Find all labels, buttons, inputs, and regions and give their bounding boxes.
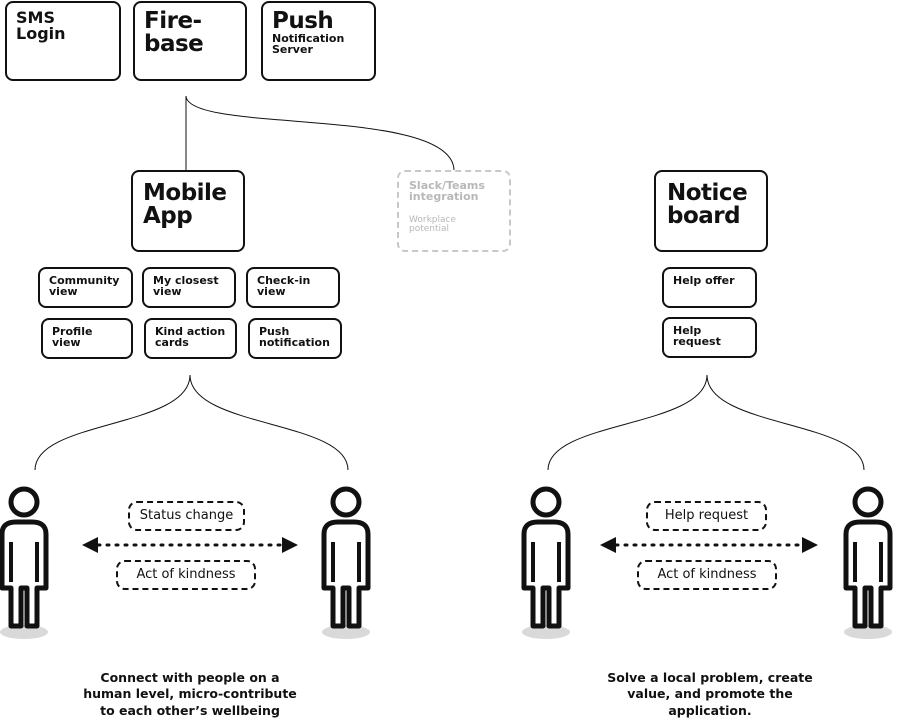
feature-push-notification: Push notification: [248, 318, 342, 359]
feature-label: Help: [673, 324, 702, 337]
feature-label: Community: [49, 274, 120, 287]
sms-login-line1: SMS: [16, 8, 55, 27]
sms-login-box: SMS Login: [5, 1, 121, 81]
feature-label: Check-in: [257, 274, 311, 287]
slack-line2: integration: [409, 190, 479, 203]
notice-board-line2: board: [667, 203, 741, 229]
slack-note-line2: potential: [409, 224, 450, 234]
feature-label: My closest: [153, 274, 219, 287]
caption-right: Solve a local problem, create value, and…: [580, 670, 840, 719]
slack-teams-integration-box: Slack/Teams integration Workplace potent…: [397, 170, 511, 252]
slack-note-line1: Workplace: [409, 215, 457, 225]
person-icon-right-b: [844, 489, 892, 639]
notice-board-box: Notice board: [654, 170, 768, 252]
firebase-line2: base: [144, 31, 204, 57]
double-arrow-left: [82, 537, 298, 553]
slack-line1: Slack/Teams: [409, 179, 485, 192]
feature-label: Profile: [52, 325, 93, 338]
push-server-box: Push Notification Server: [261, 1, 376, 81]
feature-label: notification: [259, 336, 330, 349]
feature-my-closest-view: My closest view: [142, 267, 236, 308]
feature-check-in-view: Check-in view: [246, 267, 340, 308]
brace-left: [34, 374, 191, 471]
caption-left: Connect with people on a human level, mi…: [60, 670, 320, 719]
mobile-app-line2: App: [143, 203, 193, 229]
push-server-line1: Push: [272, 8, 334, 34]
feature-label: Help offer: [673, 274, 735, 287]
feature-label: view: [49, 285, 78, 298]
feature-help-request: Help request: [662, 317, 757, 358]
feature-help-offer: Help offer: [662, 267, 757, 308]
feature-label: cards: [155, 336, 189, 349]
brace-right: [547, 374, 708, 471]
act-of-kindness-tag-left: Act of kindness: [116, 560, 256, 590]
notice-board-line1: Notice: [667, 180, 748, 206]
feature-label: Kind action: [155, 325, 226, 338]
feature-community-view: Community view: [38, 267, 133, 308]
person-icon-left-a: [0, 489, 48, 639]
act-of-kindness-tag-right: Act of kindness: [637, 560, 777, 590]
firebase-box: Fire- base: [133, 1, 247, 81]
caption-left-line: to each other’s wellbeing: [100, 702, 280, 718]
caption-right-line: value, and promote the: [627, 686, 793, 702]
feature-label: view: [257, 285, 286, 298]
mobile-app-line1: Mobile: [143, 180, 227, 206]
caption-right-line: Solve a local problem, create: [607, 670, 813, 685]
push-server-line2: Notification: [272, 32, 345, 45]
caption-left-line: human level, micro-contribute: [83, 686, 297, 702]
caption-right-line: application.: [668, 702, 752, 718]
feature-label: view: [52, 336, 81, 349]
status-change-tag: Status change: [128, 501, 245, 531]
connector-firebase-slack: [185, 95, 455, 171]
help-request-tag: Help request: [646, 501, 767, 531]
person-icon-right-a: [522, 489, 570, 639]
sms-login-line2: Login: [16, 24, 66, 43]
feature-profile-view: Profile view: [41, 318, 133, 359]
firebase-line1: Fire-: [144, 8, 202, 34]
double-arrow-right: [600, 537, 818, 553]
person-icon-left-b: [322, 489, 370, 639]
feature-label: Push: [259, 325, 290, 338]
feature-label: view: [153, 285, 182, 298]
feature-kind-action-cards: Kind action cards: [144, 318, 237, 359]
caption-left-line: Connect with people on a: [100, 670, 280, 685]
mobile-app-box: Mobile App: [131, 170, 245, 252]
feature-label: request: [673, 335, 721, 348]
push-server-line3: Server: [272, 43, 313, 56]
